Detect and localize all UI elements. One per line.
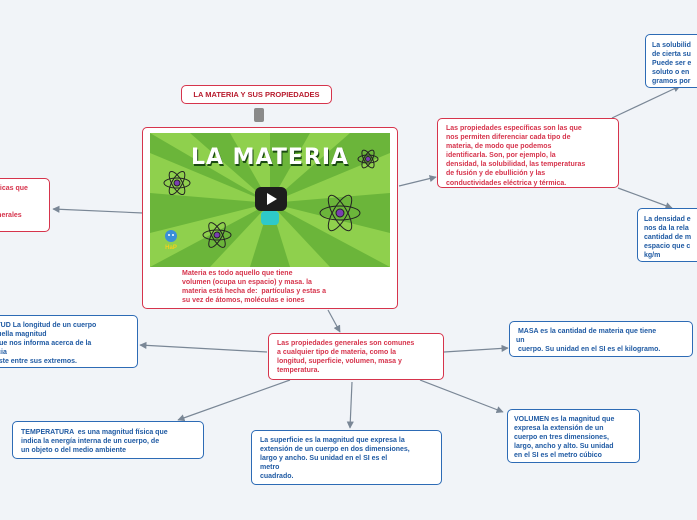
link-generales-masa xyxy=(443,344,509,353)
left-partial-node[interactable]: rísticas que generales xyxy=(0,178,50,232)
link-center-left xyxy=(52,205,144,214)
central-text: Materia es todo aquello que tiene volume… xyxy=(182,270,326,305)
sunburst-background xyxy=(150,133,390,267)
temperatura-node[interactable]: TEMPERATURA es una magnitud física que i… xyxy=(12,421,204,459)
link-generales-temperatura xyxy=(177,379,291,422)
link-generales-superficie xyxy=(346,381,354,429)
generales-node[interactable]: Las propiedades generales son comunes a … xyxy=(268,333,444,380)
superficie-node[interactable]: La superficie es la magnitud que expresa… xyxy=(251,430,442,485)
link-especificas-densidad xyxy=(617,187,673,210)
drag-handle[interactable] xyxy=(254,108,264,122)
title-tag[interactable]: LA MATERIA Y SUS PROPIEDADES xyxy=(181,85,332,104)
densidad-node[interactable]: La densidad e nos da la rela cantidad de… xyxy=(637,208,697,262)
logo-icon: HaP xyxy=(158,229,184,253)
link-generales-volumen xyxy=(419,379,504,414)
volumen-node[interactable]: VOLUMEN es la magnitud que expresa la ex… xyxy=(507,409,640,463)
link-center-generales xyxy=(327,309,341,333)
longitud-node[interactable]: GITUD La longitud de un cuerpo aquella m… xyxy=(0,315,138,368)
especificas-node[interactable]: Las propiedades específicas son las que … xyxy=(437,118,619,188)
masa-node[interactable]: MASA es la cantidad de materia que tiene… xyxy=(509,321,693,357)
solubilidad-node[interactable]: La solubilid de cierta su Puede ser e so… xyxy=(645,34,697,88)
logo-text: HaP xyxy=(165,245,177,251)
atom-icons xyxy=(163,149,379,248)
video-title: LA MATERIA xyxy=(190,145,350,170)
play-icon[interactable] xyxy=(255,187,287,211)
link-especificas-solubilidad xyxy=(611,85,681,119)
link-center-especificas xyxy=(398,175,437,187)
beaker-icon xyxy=(261,211,279,225)
link-generales-longitud xyxy=(139,341,268,353)
video-thumbnail[interactable]: LA MATERIA HaP xyxy=(150,133,390,267)
